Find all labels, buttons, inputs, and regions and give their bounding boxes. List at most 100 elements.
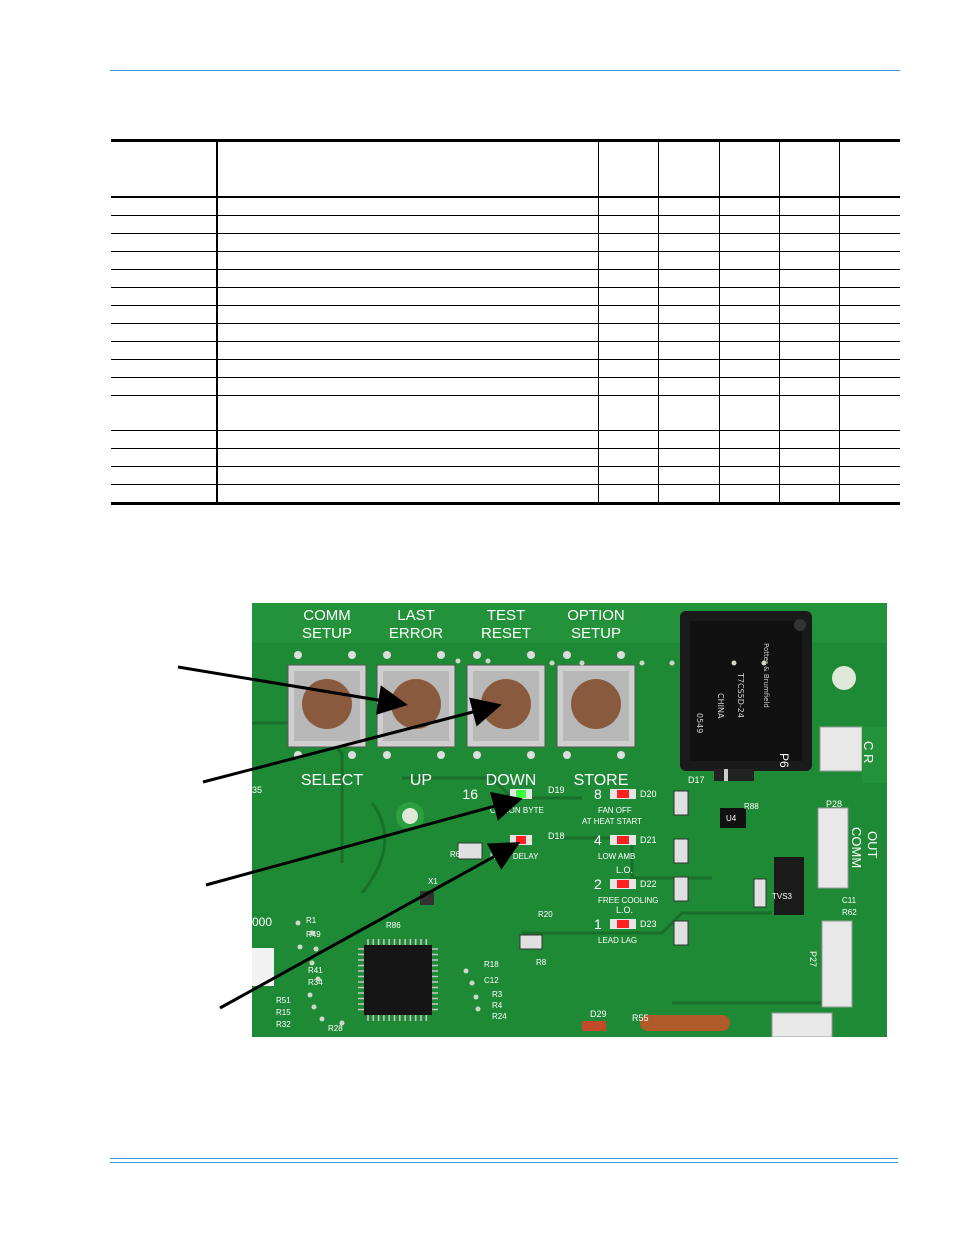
table-cell (217, 466, 599, 485)
table-cell (839, 269, 900, 288)
table-cell (217, 377, 599, 396)
connector-p28 (817, 807, 849, 889)
table-cell (778, 287, 840, 306)
table-row (111, 305, 900, 324)
table-cell (217, 269, 599, 288)
out-label: OUT (865, 831, 880, 859)
table-cell (658, 377, 720, 396)
svg-text:R62: R62 (842, 908, 857, 917)
relay-model: T7CS5D-24 (736, 672, 745, 718)
table-cell (839, 287, 900, 306)
table-cell (839, 233, 900, 252)
table-cell (597, 305, 659, 324)
table-cell (111, 448, 218, 467)
svg-text:TVS3: TVS3 (772, 892, 793, 901)
table-cell (597, 484, 659, 505)
svg-text:000: 000 (252, 915, 272, 929)
table-cell (111, 430, 218, 449)
smd-r9 (673, 790, 689, 816)
control-board-photo: COMMSETUPSELECTLASTERRORUPTESTRESETDOWNO… (252, 603, 887, 1037)
button-top-label: ERROR (389, 625, 443, 642)
button-top-label: SETUP (302, 625, 352, 642)
table-cell (217, 305, 599, 324)
table-cell (597, 430, 659, 449)
relay-brand: Potter & Brumfield (762, 643, 770, 708)
led-prefix: L.O. (616, 865, 633, 875)
table-cell (658, 466, 720, 485)
table-cell (597, 215, 659, 234)
table-cell (718, 233, 780, 252)
button-bottom-label: DOWN (486, 772, 537, 789)
p28-label: P28 (826, 799, 842, 809)
svg-text:R18: R18 (484, 960, 499, 969)
table-cell (839, 484, 900, 505)
connector-p27 (821, 920, 853, 1008)
diode-d17 (714, 769, 754, 781)
table-row (111, 269, 900, 288)
table-cell (778, 448, 840, 467)
table-cell (658, 395, 720, 431)
button-bottom-label: UP (410, 772, 432, 789)
table-cell (658, 197, 720, 216)
table-row (111, 197, 900, 216)
crystal-x1 (420, 891, 434, 905)
table-row (111, 233, 900, 252)
svg-text:X1: X1 (428, 877, 438, 886)
table-cell (217, 395, 599, 431)
table-cell (597, 341, 659, 360)
table-cell (658, 448, 720, 467)
svg-text:R55: R55 (632, 1013, 649, 1023)
led-label-line2: AT HEAT START (582, 817, 642, 826)
table-cell (718, 215, 780, 234)
led-id: D19 (548, 785, 565, 795)
table-cell (111, 341, 218, 360)
svg-text:R20: R20 (538, 910, 553, 919)
table-cell (778, 215, 840, 234)
table-cell (111, 251, 218, 270)
svg-text:C11: C11 (842, 896, 857, 905)
header-cell (111, 139, 218, 198)
header-cell (597, 139, 659, 198)
table-cell (839, 305, 900, 324)
header-cell (217, 139, 599, 198)
table-cell (217, 484, 599, 505)
table-cell (217, 323, 599, 342)
led-light (617, 880, 629, 888)
table-cell (658, 430, 720, 449)
chip-u4 (720, 808, 746, 828)
table-cell (597, 269, 659, 288)
svg-text:35: 35 (252, 785, 262, 795)
table-cell (718, 305, 780, 324)
table-cell (839, 395, 900, 431)
table-cell (597, 323, 659, 342)
table-cell (839, 323, 900, 342)
button-top-label: LAST (397, 607, 435, 624)
connector-bottom (771, 1012, 833, 1037)
table-cell (111, 215, 218, 234)
table-cell (718, 484, 780, 505)
table-cell (718, 251, 780, 270)
led-id: D23 (640, 919, 657, 929)
table-row (111, 466, 900, 485)
table-row (111, 377, 900, 396)
table-cell (839, 377, 900, 396)
microcontroller (358, 939, 438, 1021)
u4-label: U4 (726, 814, 737, 823)
table-cell (217, 197, 599, 216)
table-cell (778, 341, 840, 360)
led-light (617, 920, 629, 928)
table-cell (111, 269, 218, 288)
mount-hole-right (832, 666, 856, 690)
table-cell (597, 395, 659, 431)
table-cell (718, 448, 780, 467)
led-id: D22 (640, 879, 657, 889)
smd-r65 (753, 878, 767, 908)
table-cell (217, 359, 599, 378)
diode-d29 (582, 1021, 606, 1031)
connector-cr: C R (819, 726, 887, 783)
led-label: LEAD LAG (598, 936, 637, 945)
table-cell (778, 430, 840, 449)
mount-hole-inner (402, 808, 418, 824)
